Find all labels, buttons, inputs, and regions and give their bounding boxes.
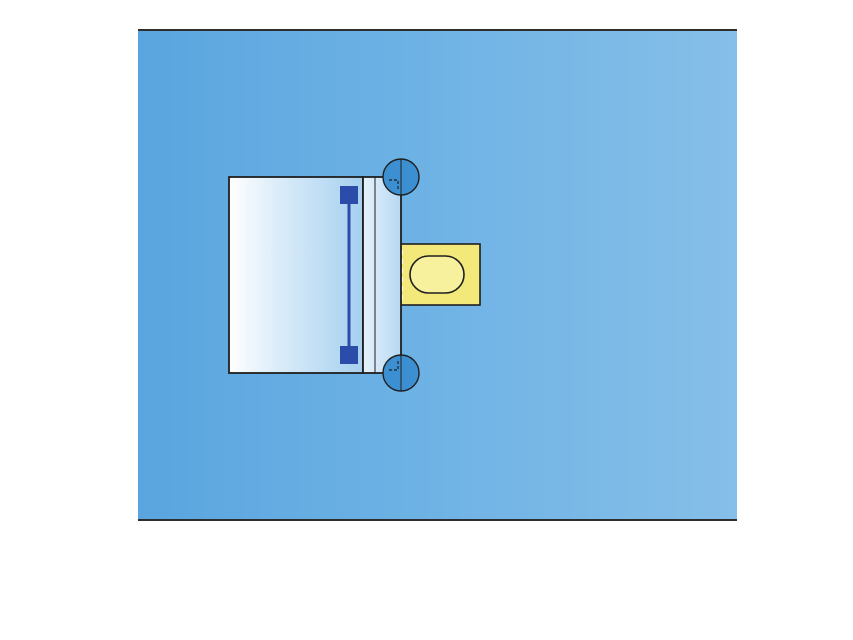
hinge-corner-mark (389, 361, 399, 371)
hinge-corner-mark (389, 179, 399, 189)
bottom-hinge (382, 354, 420, 392)
door-edge-strip (362, 176, 402, 374)
bracket-top-end (340, 186, 358, 204)
bracket-bottom-end (340, 346, 358, 364)
oval-handle-icon (409, 255, 465, 294)
top-hinge (382, 158, 420, 196)
door-panel (228, 176, 364, 374)
